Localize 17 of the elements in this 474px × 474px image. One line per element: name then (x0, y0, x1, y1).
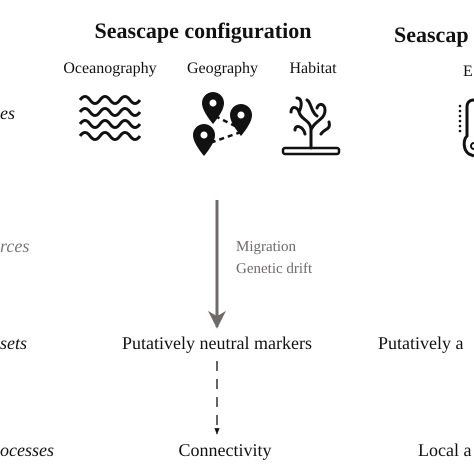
section-heading: Seascape configuration (94, 18, 312, 44)
category-label: Geography (186, 60, 258, 78)
arrow (214, 361, 220, 435)
row-label: sets (0, 333, 27, 354)
outcome-label: Putatively a (378, 333, 464, 354)
category-label: Oceanography (63, 60, 157, 78)
category-label: Habitat (289, 60, 337, 78)
category-label: E (463, 63, 473, 81)
edge-label: Migration Genetic drift (236, 238, 314, 278)
row-label: es (0, 103, 15, 124)
outcome-label: Putatively neutral markers (122, 333, 312, 354)
row-label: rces (0, 236, 30, 257)
arrow (208, 200, 226, 329)
outcome-label: Connectivity (178, 440, 272, 461)
section-heading: Seascap (394, 22, 469, 48)
row-label: ocesses (0, 440, 54, 461)
outcome-label: Local a (418, 440, 472, 461)
